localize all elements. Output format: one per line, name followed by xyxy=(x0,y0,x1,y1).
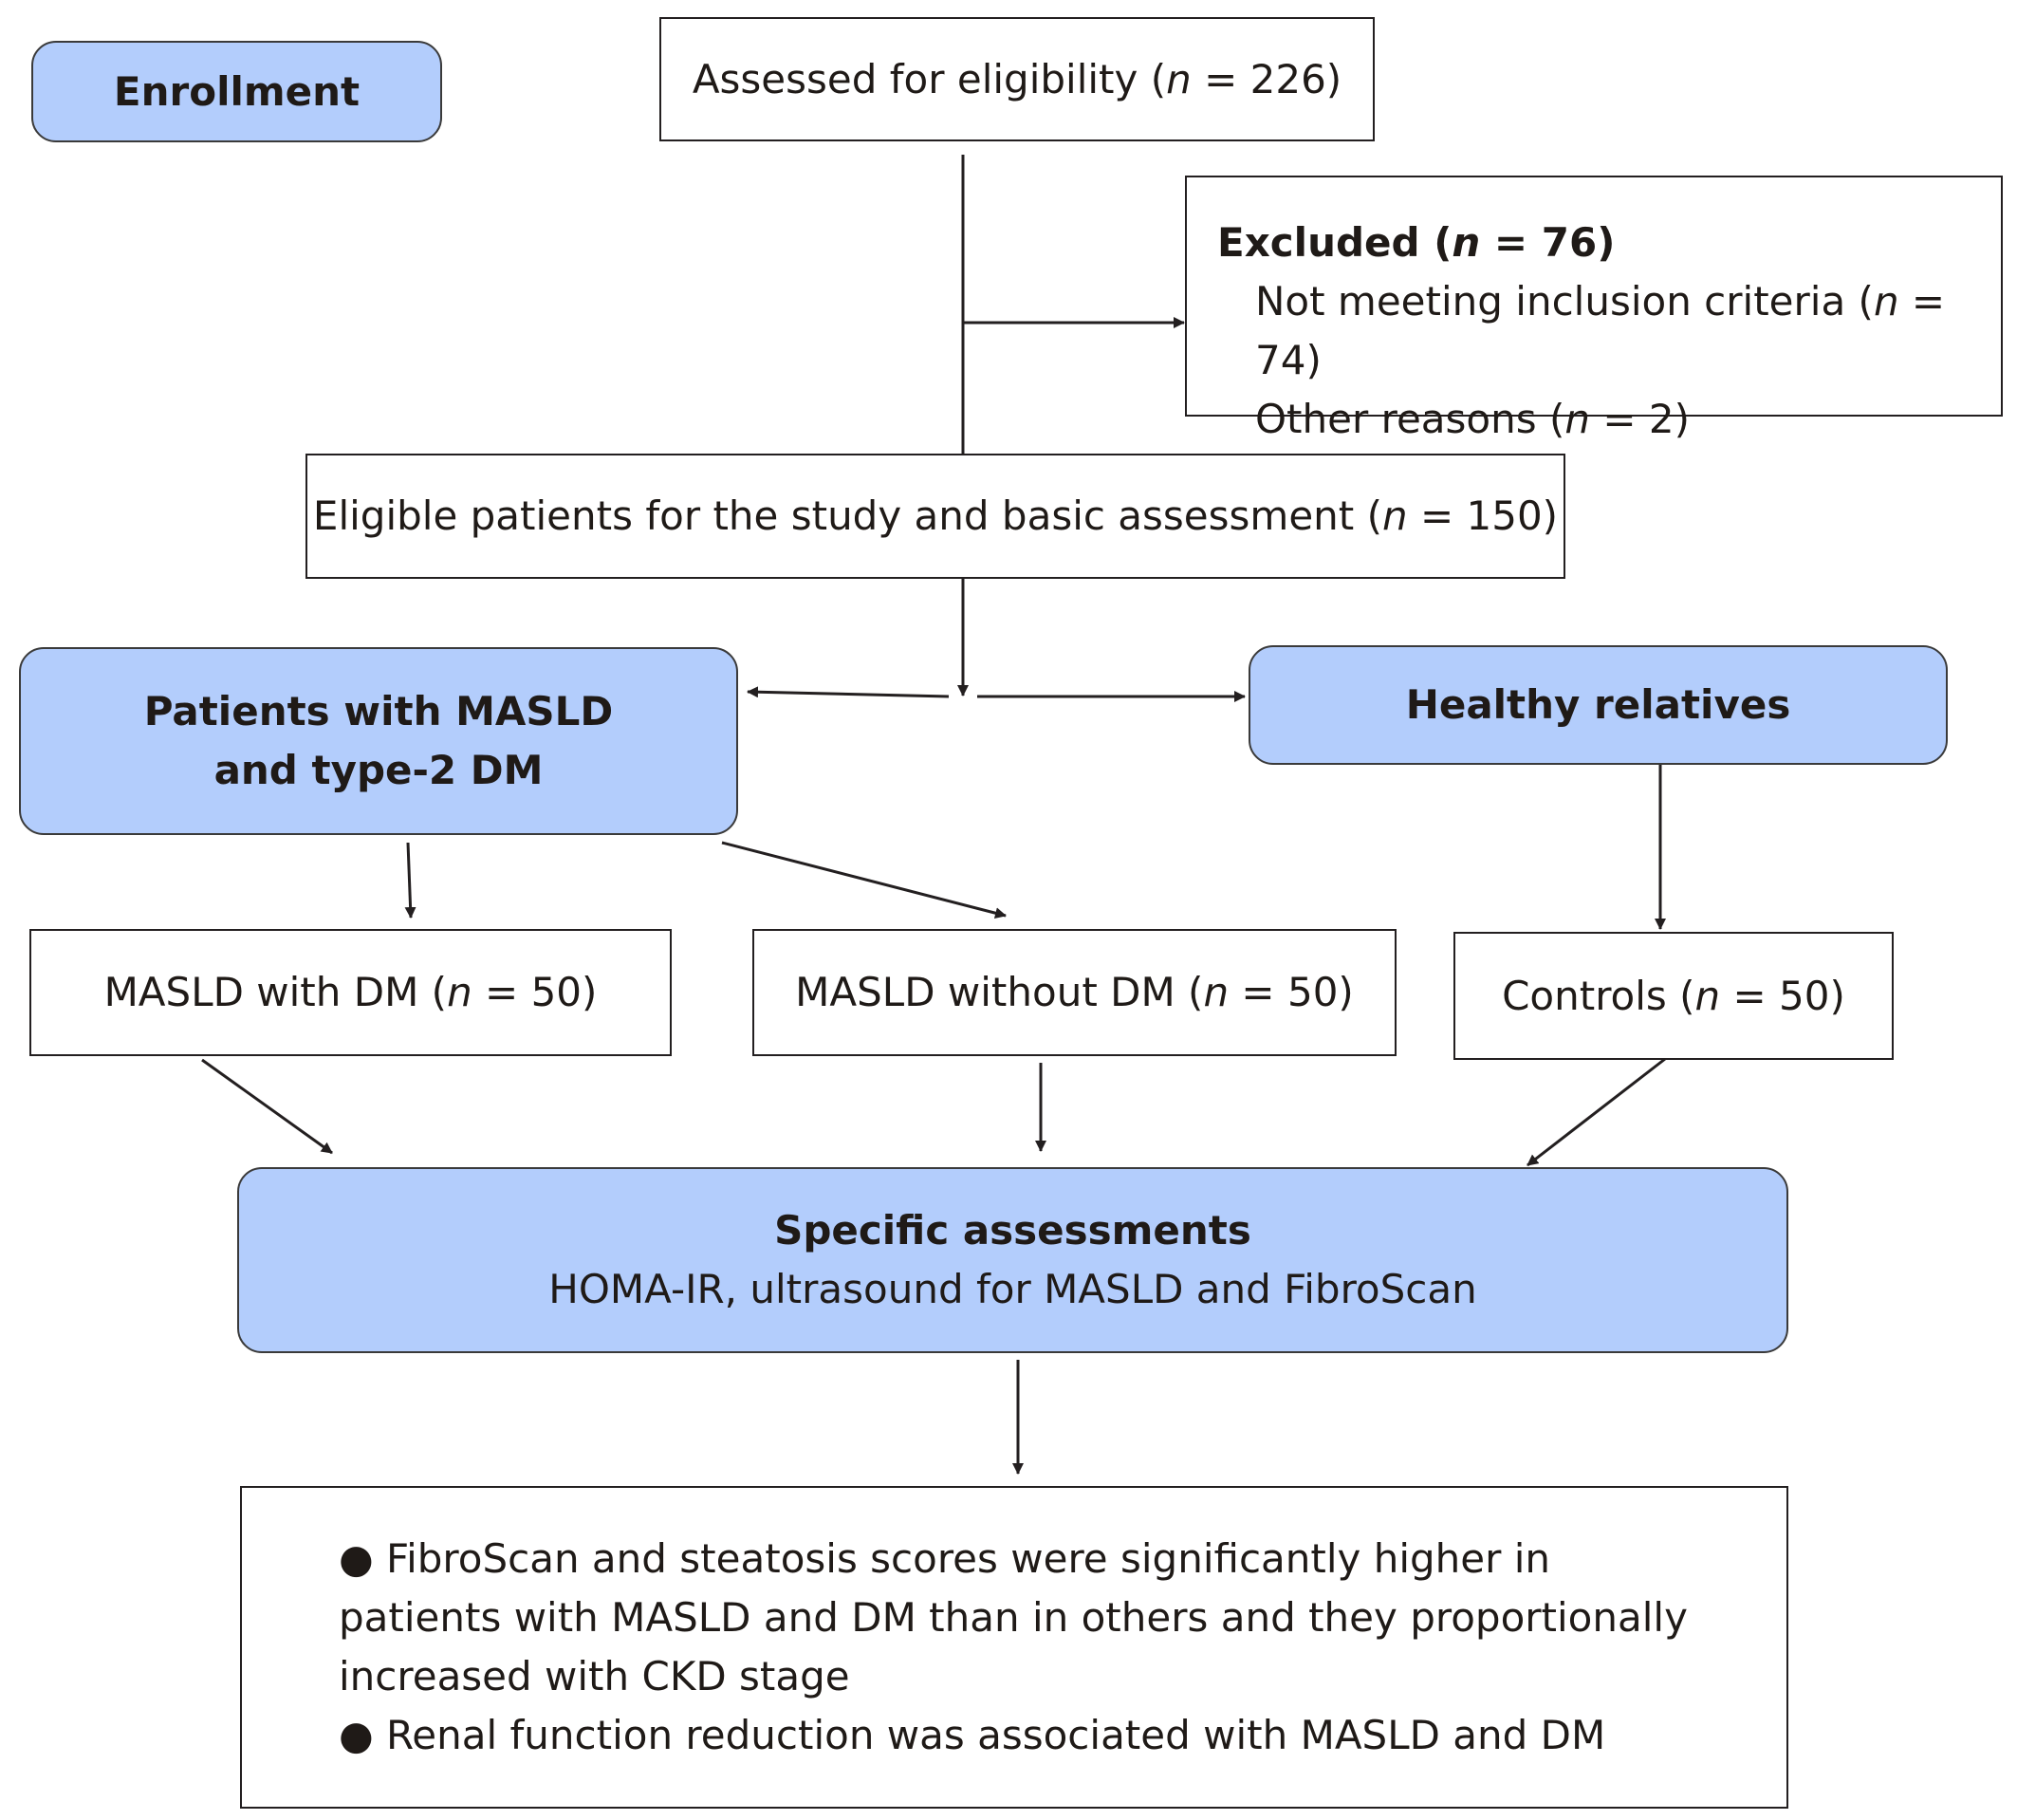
assessed-text: Assessed for eligibility (n = 226) xyxy=(692,55,1342,102)
excluded-reason-inclusion: Not meeting inclusion criteria (n = 74) xyxy=(1255,278,1946,383)
healthy-relatives-box: Healthy relatives xyxy=(1249,645,1948,765)
connector-patients-to-masld-no-dm xyxy=(721,841,1007,919)
specific-assessments-subtitle: HOMA-IR, ultrasound for MASLD and FibroS… xyxy=(548,1266,1477,1312)
connector-controls-to-specific xyxy=(1527,1057,1666,1167)
masld-with-dm-text: MASLD with DM (n = 50) xyxy=(103,969,598,1015)
connector-masld-dm-to-specific xyxy=(201,1058,333,1155)
outcome-bullet-renal: ● Renal function reduction was associate… xyxy=(339,1712,1606,1758)
controls-box: Controls (n = 50) xyxy=(1453,932,1894,1060)
eligible-text: Eligible patients for the study and basi… xyxy=(312,492,1559,539)
enrollment-text: Enrollment xyxy=(113,67,361,115)
assessed-box: Assessed for eligibility (n = 226) xyxy=(659,17,1375,141)
enrollment-label: Enrollment xyxy=(31,41,442,142)
masld-without-dm-text: MASLD without DM (n = 50) xyxy=(795,969,1354,1015)
specific-assessments-box: Specific assessments HOMA-IR, ultrasound… xyxy=(237,1167,1788,1353)
masld-without-dm-box: MASLD without DM (n = 50) xyxy=(752,929,1397,1056)
patients-group-box: Patients with MASLD and type-2 DM xyxy=(19,647,738,835)
outcomes-box: ● FibroScan and steatosis scores were si… xyxy=(240,1486,1788,1809)
specific-assessments-title: Specific assessments xyxy=(774,1207,1251,1254)
patients-group-line1: Patients with MASLD xyxy=(143,688,614,734)
patients-group-line2: and type-2 DM xyxy=(213,747,544,793)
controls-text: Controls (n = 50) xyxy=(1502,972,1845,1019)
outcome-bullet-fibroscan: ● FibroScan and steatosis scores were si… xyxy=(339,1535,1688,1699)
masld-with-dm-box: MASLD with DM (n = 50) xyxy=(29,929,672,1056)
excluded-reason-other: Other reasons (n = 2) xyxy=(1255,396,1690,442)
healthy-relatives-text: Healthy relatives xyxy=(1405,681,1791,728)
excluded-box: Excluded (n = 76) Not meeting inclusion … xyxy=(1185,176,2003,442)
excluded-title: Excluded (n = 76) xyxy=(1217,219,1616,266)
connector-to-patients xyxy=(747,686,950,698)
eligible-box: Eligible patients for the study and basi… xyxy=(305,454,1565,579)
connector-patients-to-masld-dm xyxy=(404,842,416,919)
